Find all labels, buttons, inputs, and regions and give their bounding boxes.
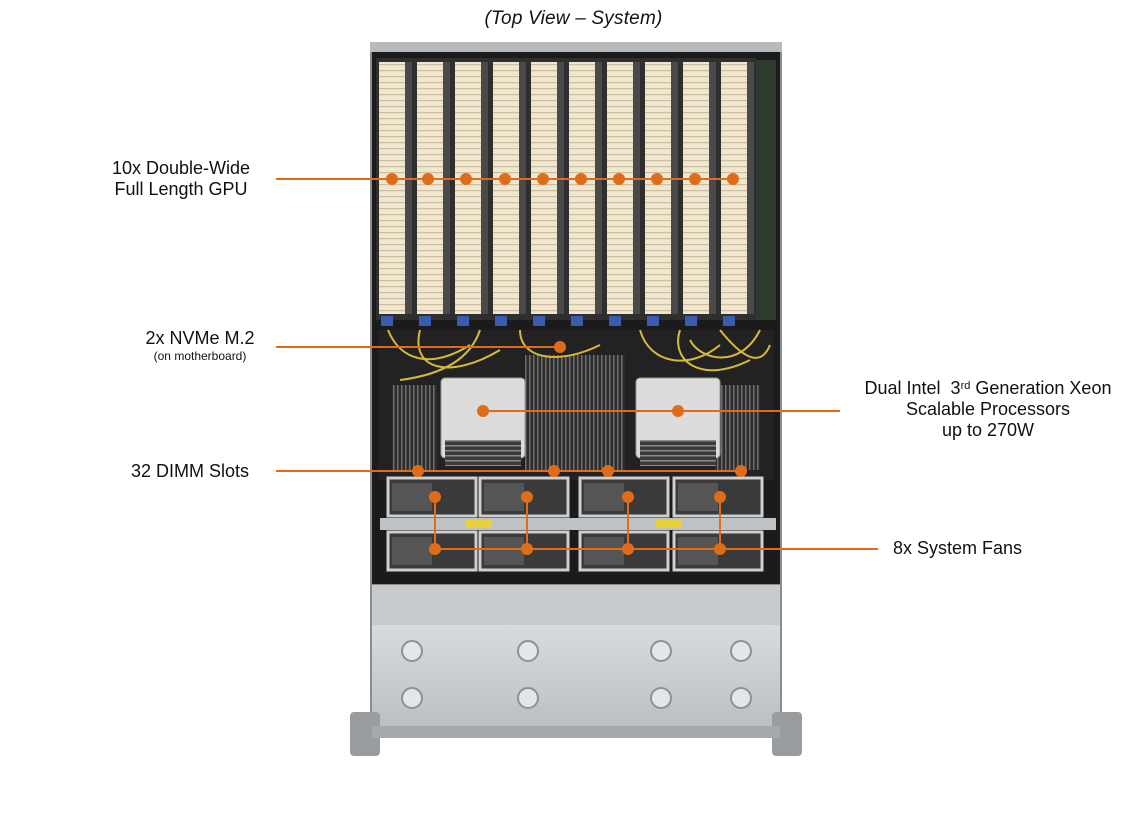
gpu-label-line2: Full Length GPU [114, 179, 248, 199]
chassis-holes [401, 640, 752, 709]
nvme-label-line2: (on motherboard) [153, 349, 247, 363]
gpu-callout-line [276, 173, 739, 185]
gpu-cards [376, 58, 756, 326]
cpu-label-line3: up to 270W [941, 420, 1035, 440]
fans-callout-line [429, 491, 878, 555]
gpu-label: 10x Double-Wide Full Length GPU [100, 158, 262, 200]
system-fans [380, 476, 776, 572]
fans-label: 8x System Fans [893, 538, 1022, 559]
nvme-callout-line [276, 341, 566, 353]
dimm-label: 32 DIMM Slots [110, 461, 270, 482]
gpu-label-line1: 10x Double-Wide [111, 158, 251, 178]
dimm-callout-line [276, 465, 747, 477]
nvme-label: 2x NVMe M.2 (on motherboard) [130, 328, 270, 363]
nvme-label-line1: 2x NVMe M.2 [145, 328, 255, 348]
dimm-label-line1: 32 DIMM Slots [130, 461, 250, 481]
cpu-heatsinks [440, 377, 721, 466]
cpu-callout-line [477, 405, 840, 417]
figure-title: (Top View – System) [484, 8, 663, 29]
power-cables [387, 329, 771, 381]
cpu-label-line2: Scalable Processors [905, 399, 1071, 419]
callout-lines [276, 173, 878, 555]
cpu-label-line1: Dual Intel 3rd Generation Xeon [864, 378, 1112, 398]
cpu-label: Dual Intel 3rd Generation Xeon Scalable … [845, 378, 1131, 441]
fans-label-line1: 8x System Fans [893, 538, 1023, 558]
